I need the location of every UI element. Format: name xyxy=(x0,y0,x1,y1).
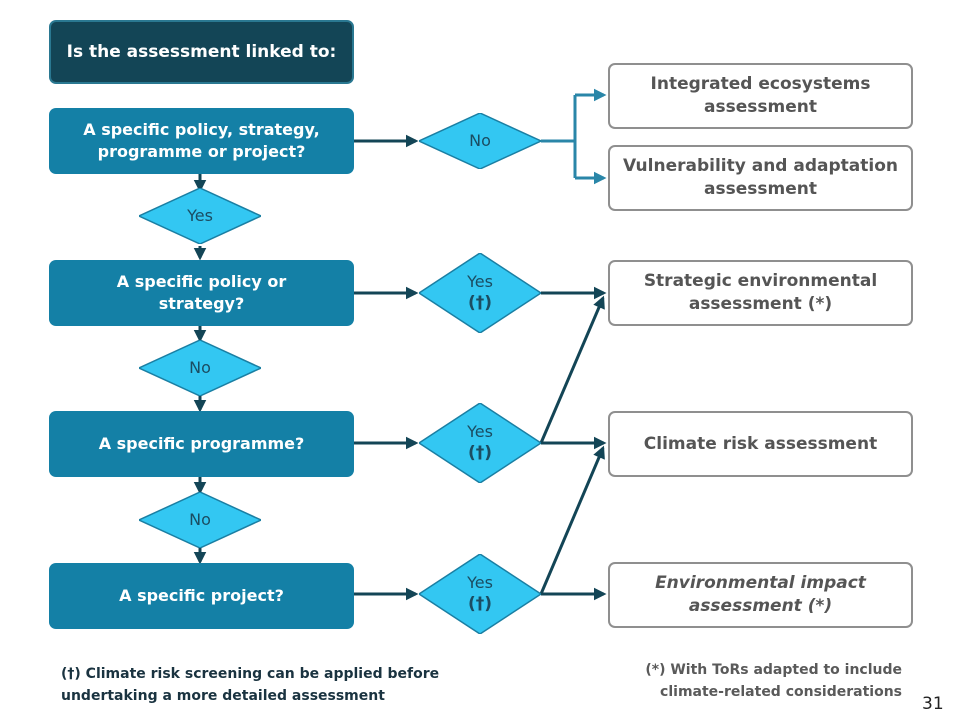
decision-no-q2: No xyxy=(139,340,261,396)
outcome-environmental-impact: Environmental impact assessment (*) xyxy=(608,562,913,628)
decision-no-q3: No xyxy=(139,492,261,548)
outcome-integrated-ecosystems: Integrated ecosystems assessment xyxy=(608,63,913,129)
decision-yes-q4: Yes(†) xyxy=(419,554,541,634)
footnote-dagger: (†) Climate risk screening can be applie… xyxy=(61,666,440,704)
decision-label: No xyxy=(189,509,211,529)
question-policy-strategy: A specific policy or strategy? xyxy=(49,260,354,326)
page-number: 31 xyxy=(922,694,944,714)
decision-yes-q1: Yes xyxy=(139,188,261,244)
decision-label: Yes xyxy=(187,205,213,225)
decision-label: Yes xyxy=(467,271,493,291)
decision-label: Yes xyxy=(467,572,493,592)
decision-label: No xyxy=(469,130,491,150)
dagger-mark: (†) xyxy=(467,594,493,615)
decision-yes-q2: Yes(†) xyxy=(419,253,541,333)
flowchart-title: Is the assessment linked to: xyxy=(49,20,354,84)
decision-no-q1: No xyxy=(419,113,541,169)
decision-label: No xyxy=(189,357,211,377)
question-project: A specific project? xyxy=(49,563,354,629)
outcome-climate-risk: Climate risk assessment xyxy=(608,411,913,477)
dagger-mark: (†) xyxy=(467,293,493,314)
dagger-mark: (†) xyxy=(467,443,493,464)
decision-label: Yes xyxy=(467,421,493,441)
arrow-q3yes-to-sea xyxy=(539,295,605,444)
question-programme: A specific programme? xyxy=(49,411,354,477)
arrow-q4yes-to-cra xyxy=(539,445,605,595)
question-policy-strategy-programme-project: A specific policy, strategy, programme o… xyxy=(49,108,354,174)
outcome-vulnerability-adaptation: Vulnerability and adaptation assessment xyxy=(608,145,913,211)
decision-yes-q3: Yes(†) xyxy=(419,403,541,483)
outcome-strategic-environmental: Strategic environmental assessment (*) xyxy=(608,260,913,326)
footnote-star: (*) With ToRs adapted to include climate… xyxy=(645,662,902,700)
